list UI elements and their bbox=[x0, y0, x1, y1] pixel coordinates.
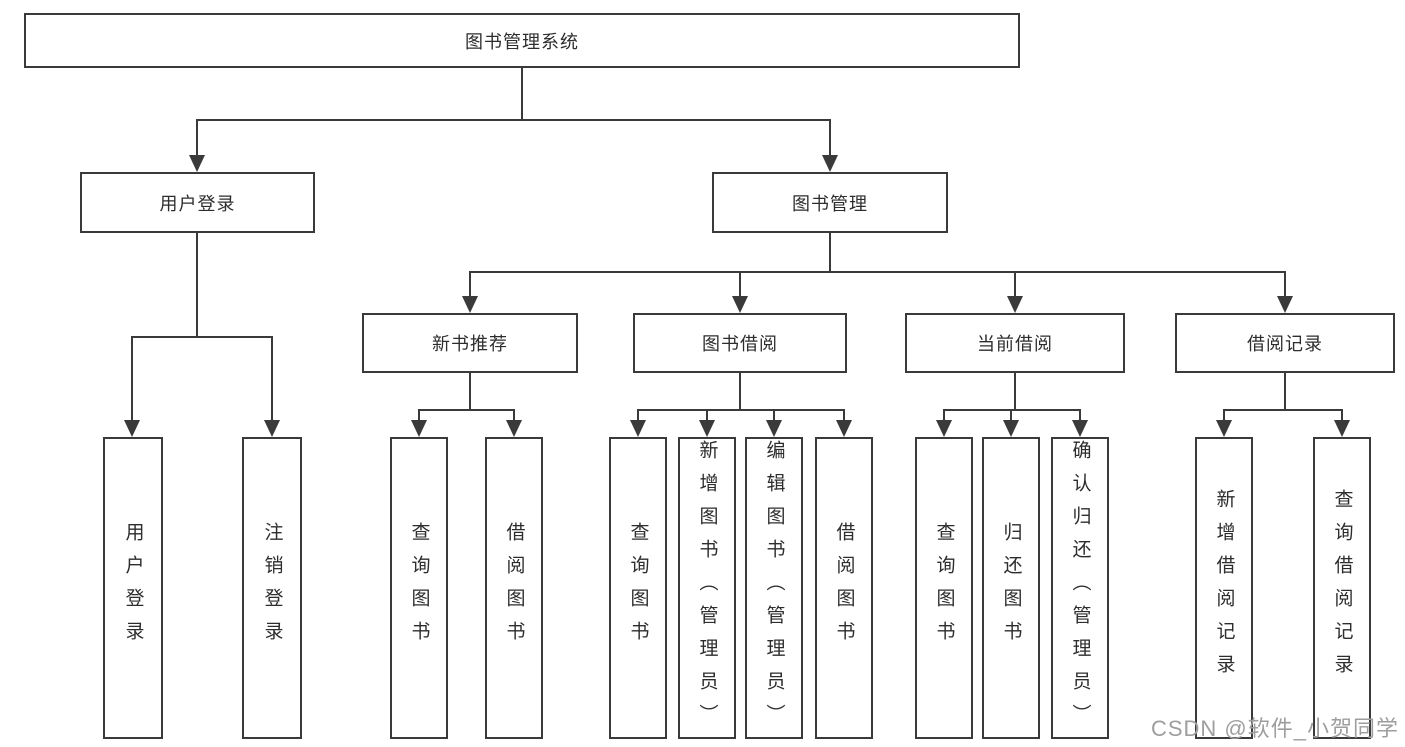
leaf-label: 归还图书 bbox=[1000, 522, 1022, 654]
connector-line bbox=[739, 373, 741, 409]
leaf-cb-return-books: 归还图书 bbox=[982, 437, 1040, 739]
connector-line bbox=[131, 336, 133, 420]
connector-line bbox=[131, 336, 272, 338]
node-new-book-recommend: 新书推荐 bbox=[362, 313, 578, 373]
leaf-label: 注销登录 bbox=[261, 522, 283, 654]
arrow-down-icon bbox=[766, 420, 782, 437]
connector-line bbox=[706, 409, 708, 420]
arrow-down-icon bbox=[630, 420, 646, 437]
node-borrowing-records: 借阅记录 bbox=[1175, 313, 1395, 373]
arrow-down-icon bbox=[822, 155, 838, 172]
arrow-down-icon bbox=[1003, 420, 1019, 437]
leaf-bb-query-books: 查询图书 bbox=[609, 437, 667, 739]
leaf-label: 确认归还（管理员） bbox=[1069, 439, 1091, 737]
connector-line bbox=[773, 409, 775, 420]
leaf-bb-borrow-books: 借阅图书 bbox=[815, 437, 873, 739]
connector-line bbox=[418, 409, 420, 420]
leaf-label: 查询图书 bbox=[627, 522, 649, 654]
connector-line bbox=[1014, 271, 1016, 296]
arrow-down-icon bbox=[1216, 420, 1232, 437]
leaf-label: 查询借阅记录 bbox=[1331, 489, 1353, 687]
connector-line bbox=[196, 119, 831, 121]
node-label: 图书管理 bbox=[792, 193, 868, 214]
arrow-down-icon bbox=[264, 420, 280, 437]
arrow-down-icon bbox=[936, 420, 952, 437]
node-label: 图书借阅 bbox=[702, 334, 778, 354]
connector-line bbox=[1014, 373, 1016, 409]
connector-line bbox=[418, 409, 515, 411]
connector-line bbox=[196, 233, 198, 336]
arrow-down-icon bbox=[699, 420, 715, 437]
leaf-label: 新增图书（管理员） bbox=[696, 439, 718, 737]
leaf-bb-add-books-admin: 新增图书（管理员） bbox=[678, 437, 736, 739]
node-library-management-system: 图书管理系统 bbox=[24, 13, 1020, 68]
leaf-label: 查询图书 bbox=[408, 522, 430, 654]
node-book-borrowing: 图书借阅 bbox=[633, 313, 847, 373]
connector-line bbox=[739, 271, 741, 296]
leaf-cb-query-books: 查询图书 bbox=[915, 437, 973, 739]
arrow-down-icon bbox=[1072, 420, 1088, 437]
leaf-label: 借阅图书 bbox=[503, 522, 525, 654]
connector-line bbox=[469, 373, 471, 409]
connector-line bbox=[1223, 409, 1343, 411]
leaf-label: 编辑图书（管理员） bbox=[763, 439, 785, 737]
leaf-bb-edit-books-admin: 编辑图书（管理员） bbox=[745, 437, 803, 739]
node-label: 新书推荐 bbox=[432, 334, 508, 354]
arrow-down-icon bbox=[732, 296, 748, 313]
node-book-management: 图书管理 bbox=[712, 172, 948, 233]
arrow-down-icon bbox=[836, 420, 852, 437]
arrow-down-icon bbox=[1277, 296, 1293, 313]
arrow-down-icon bbox=[411, 420, 427, 437]
connector-line bbox=[1223, 409, 1225, 420]
connector-line bbox=[196, 119, 198, 155]
connector-line bbox=[513, 409, 515, 420]
node-label: 图书管理系统 bbox=[465, 31, 579, 52]
connector-line bbox=[521, 68, 523, 119]
arrow-down-icon bbox=[1334, 420, 1350, 437]
leaf-cb-confirm-return-admin: 确认归还（管理员） bbox=[1051, 437, 1109, 739]
leaf-label: 查询图书 bbox=[933, 522, 955, 654]
connector-line bbox=[1079, 409, 1081, 420]
leaf-br-query-record: 查询借阅记录 bbox=[1313, 437, 1371, 739]
connector-line bbox=[637, 409, 845, 411]
arrow-down-icon bbox=[189, 155, 205, 172]
leaf-nb-borrow-books: 借阅图书 bbox=[485, 437, 543, 739]
connector-line bbox=[843, 409, 845, 420]
connector-line bbox=[637, 409, 639, 420]
connector-line bbox=[1341, 409, 1343, 420]
connector-line bbox=[1284, 373, 1286, 409]
node-user-login: 用户登录 bbox=[80, 172, 315, 233]
connector-line bbox=[943, 409, 945, 420]
connector-line bbox=[1010, 409, 1012, 420]
leaf-user-login: 用户登录 bbox=[103, 437, 163, 739]
leaf-label: 用户登录 bbox=[122, 522, 144, 654]
connector-line bbox=[829, 119, 831, 155]
node-current-borrowing: 当前借阅 bbox=[905, 313, 1125, 373]
arrow-down-icon bbox=[1007, 296, 1023, 313]
connector-line bbox=[469, 271, 471, 296]
arrow-down-icon bbox=[462, 296, 478, 313]
leaf-br-add-record: 新增借阅记录 bbox=[1195, 437, 1253, 739]
connector-line bbox=[271, 336, 273, 420]
node-label: 当前借阅 bbox=[977, 334, 1053, 354]
node-label: 借阅记录 bbox=[1247, 334, 1323, 354]
arrow-down-icon bbox=[124, 420, 140, 437]
node-label: 用户登录 bbox=[159, 193, 236, 214]
leaf-logout: 注销登录 bbox=[242, 437, 302, 739]
connector-line bbox=[829, 233, 831, 271]
leaf-nb-query-books: 查询图书 bbox=[390, 437, 448, 739]
arrow-down-icon bbox=[506, 420, 522, 437]
connector-line bbox=[943, 409, 1081, 411]
leaf-label: 新增借阅记录 bbox=[1213, 489, 1235, 687]
connector-line bbox=[469, 271, 1286, 273]
connector-line bbox=[1284, 271, 1286, 296]
leaf-label: 借阅图书 bbox=[833, 522, 855, 654]
